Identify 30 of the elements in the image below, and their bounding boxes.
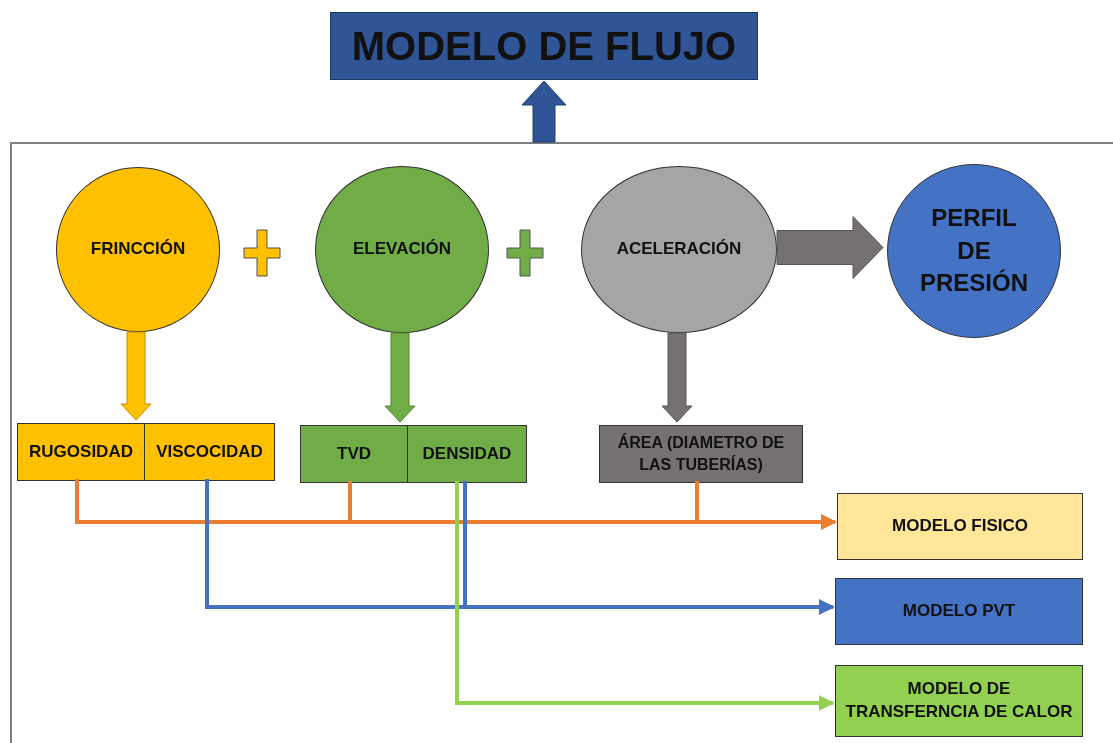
frame-box (10, 142, 1113, 743)
process-box (407, 425, 527, 483)
node-label: DENSIDAD (422, 442, 512, 465)
arrow (455, 481, 835, 711)
node-label: ELEVACIÓN (353, 238, 451, 261)
node-label: MODELO PVT (902, 600, 1016, 623)
process-box (300, 425, 408, 483)
node-label: ACELERACIÓN (616, 238, 742, 261)
node-label: ÁREA (DIAMETRO DE LAS TUBERÍAS) (616, 432, 786, 475)
block-arrow (384, 332, 416, 423)
process-box (17, 423, 145, 481)
node-label: RUGOSIDAD (29, 440, 133, 463)
process-box (599, 425, 803, 483)
block-arrow (661, 332, 693, 423)
block-arrow (521, 80, 567, 143)
arrow (463, 481, 835, 615)
node-label: TVD (337, 442, 371, 465)
block-arrow (120, 331, 152, 421)
node-label: MODELO FISICO (892, 515, 1028, 538)
process-box (837, 493, 1083, 560)
process-box (835, 578, 1083, 645)
process-box (144, 423, 275, 481)
process-box (835, 665, 1083, 737)
title-box: MODELO DE FLUJO (330, 12, 758, 80)
block-arrow (776, 216, 884, 279)
node-label: VISCOCIDAD (156, 440, 263, 463)
node-label: FRINCCIÓN (90, 238, 186, 261)
node-label: PERFIL DE PRESIÓN (920, 203, 1028, 299)
arrow (695, 481, 837, 530)
node-label: MODELO DE TRANSFERNCIA DE CALOR (844, 678, 1074, 723)
